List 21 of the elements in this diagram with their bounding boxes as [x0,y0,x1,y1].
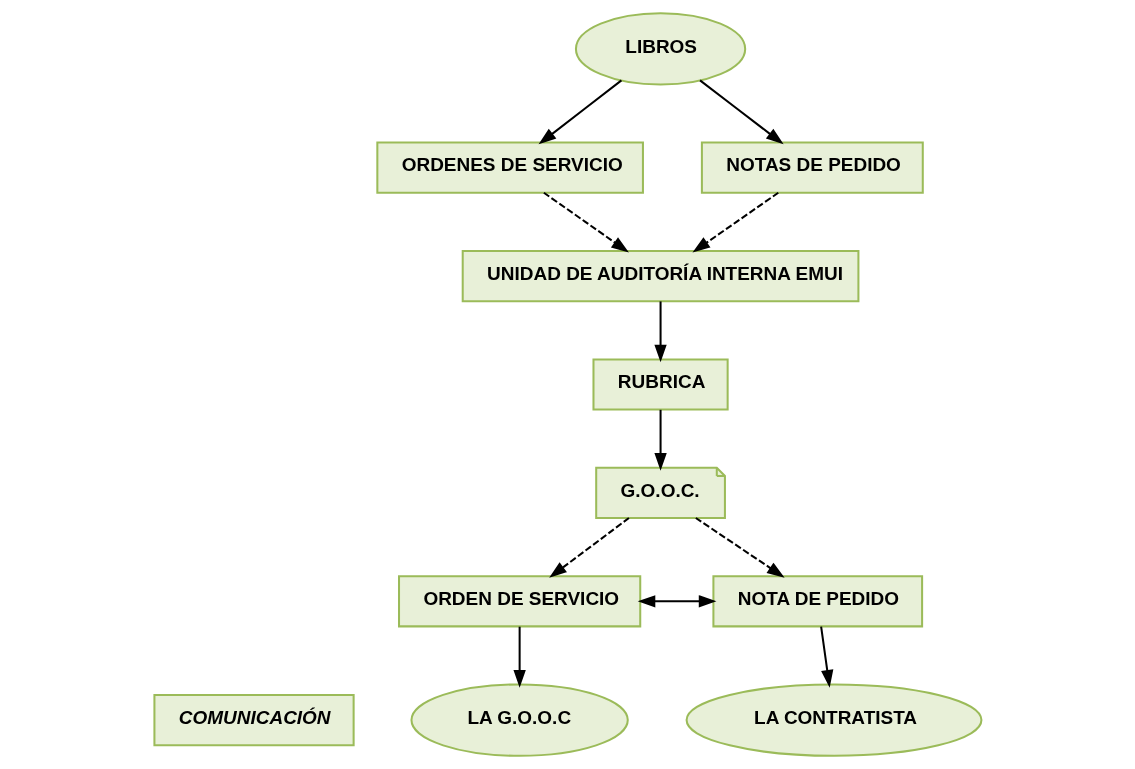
node-box: RUBRICA [591,358,729,411]
arrow [548,517,630,578]
node-ellipse: LIBROS [574,12,746,86]
node-box: ORDEN DE SERVICIO [397,575,641,628]
arrow [819,626,833,688]
node-box: ORDENES DE SERVICIO [375,141,644,194]
arrow [542,191,629,253]
arrow [698,79,784,145]
node-ellipse: LA G.O.O.C [409,683,629,757]
arrow [653,301,667,363]
node-box: UNIDAD DE AUDITORÍA INTERNA EMUI [461,250,859,303]
arrow [694,517,785,578]
arrow [538,79,622,145]
node-box: NOTAS DE PEDIDO [700,141,924,194]
arrow [512,626,526,688]
node-box: COMUNICACIÓN [152,694,355,747]
node-ellipse: LA CONTRATISTA [685,683,982,757]
arrow [637,595,716,608]
node-box: NOTA DE PEDIDO [711,575,923,628]
arrow [653,409,667,471]
arrow [692,191,779,253]
